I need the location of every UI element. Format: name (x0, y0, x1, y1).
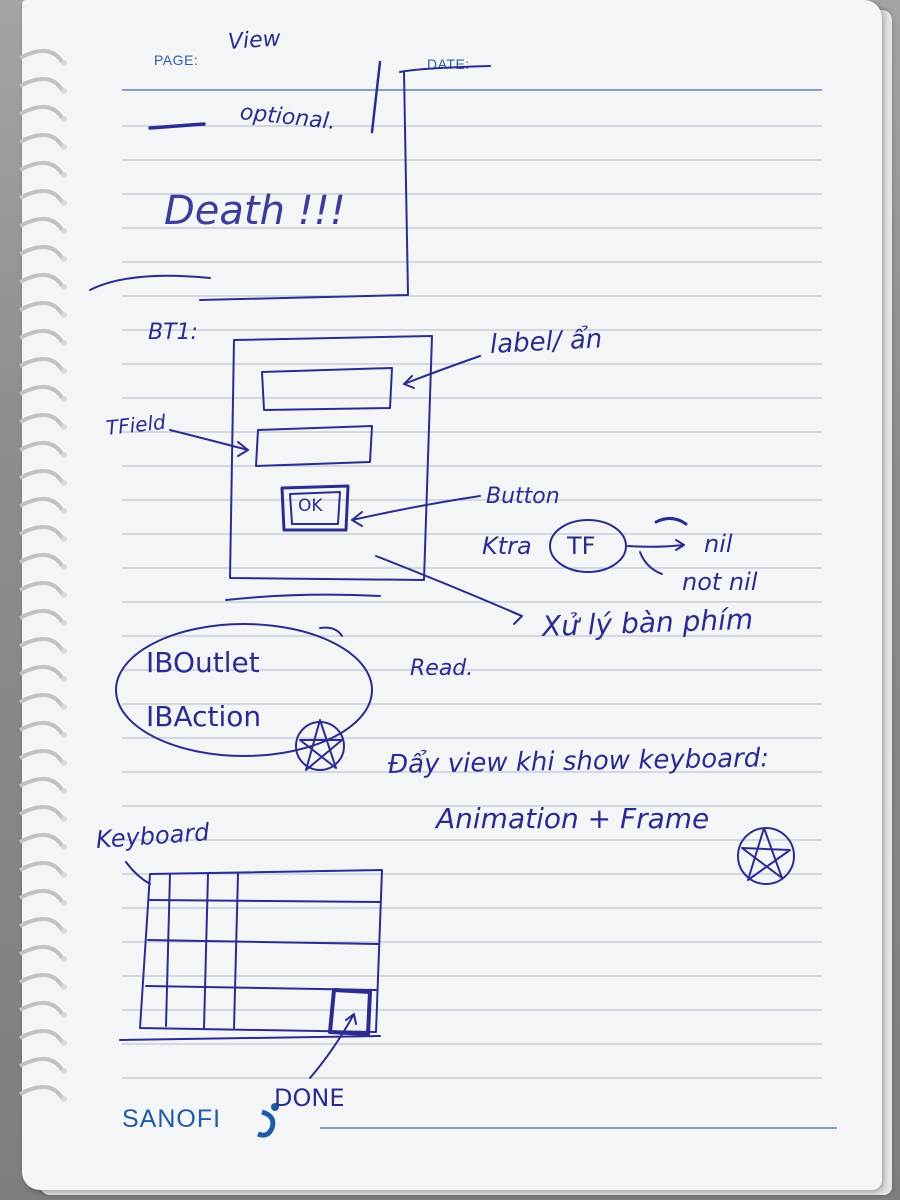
note-done: DONE (274, 1084, 345, 1112)
page-label: PAGE: (154, 52, 199, 68)
note-tf-circled: TF (567, 532, 596, 560)
note-animation-frame: Animation + Frame (436, 802, 710, 835)
notebook-page (22, 0, 882, 1190)
note-iboutlet: IBOutlet (146, 646, 260, 679)
page-value-handwritten: View (227, 26, 282, 55)
note-ibaction: IBAction (146, 700, 262, 733)
note-label-an: label/ ẩn (489, 324, 603, 360)
note-not-nil: not nil (682, 568, 758, 596)
note-button: Button (486, 484, 560, 509)
note-bt1: BT1: (148, 320, 198, 345)
note-check-tf: Ktra (482, 532, 532, 560)
ok-button-sketch-label: OK (298, 496, 323, 516)
ruled-lines (122, 89, 837, 1129)
sanofi-logo-text: SANOFI (122, 1105, 222, 1133)
note-nil: nil (704, 530, 733, 558)
note-death: Death !!! (164, 188, 346, 234)
note-read: Read. (410, 656, 474, 681)
